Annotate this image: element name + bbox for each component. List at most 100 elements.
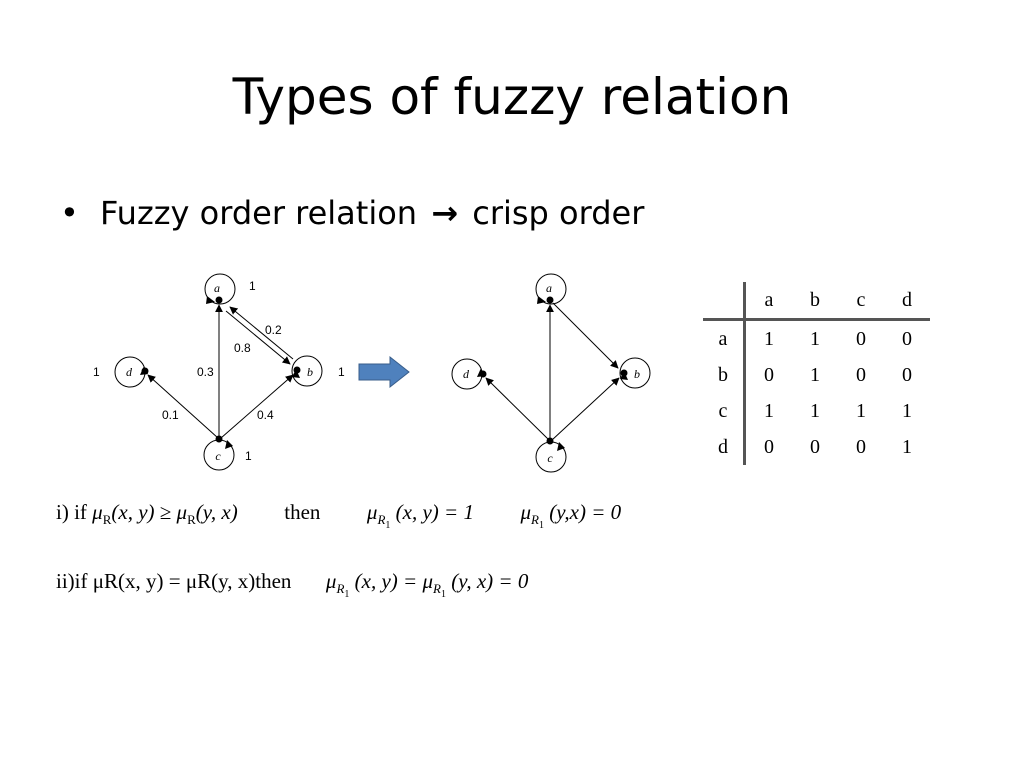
crisp-node-a-label: a bbox=[546, 281, 552, 295]
rule2-args-1: (x, y) = bbox=[354, 569, 418, 593]
table-cell: 1 bbox=[810, 363, 820, 386]
table-cell: 0 bbox=[902, 363, 912, 386]
table-row: c 1 1 1 1 bbox=[703, 393, 930, 429]
fuzzy-loop-weight-b: 1 bbox=[338, 365, 345, 379]
rule2-label: ii) bbox=[56, 569, 75, 593]
table-col-header: a bbox=[744, 282, 792, 321]
bullet-item: •Fuzzy order relation → crisp order bbox=[60, 191, 644, 235]
rule1-mu-rhs: μ bbox=[176, 500, 188, 524]
crisp-node-b-loop bbox=[619, 357, 651, 389]
table-cell: 1 bbox=[810, 399, 820, 422]
fuzzy-edge-weight-a-b: 0.8 bbox=[234, 341, 251, 355]
table-row: d 0 0 0 1 bbox=[703, 429, 930, 465]
transform-arrow-icon bbox=[358, 355, 410, 389]
crisp-node-b-label: b bbox=[634, 367, 640, 381]
table-cell: 1 bbox=[810, 327, 820, 350]
table-cell: 1 bbox=[764, 327, 774, 350]
rule1-mu-lhs: μ bbox=[92, 500, 103, 524]
table-row: a 1 1 0 0 bbox=[703, 319, 930, 357]
fuzzy-edge-weight-b-a: 0.2 bbox=[265, 323, 282, 337]
formula-rule-2: ii)if μR(x, y) = μR(y, x)then μR1 (x, y)… bbox=[56, 566, 528, 610]
crisp-edge-c-b bbox=[551, 377, 620, 441]
rule2-mu-2: μ bbox=[422, 569, 433, 593]
crisp-edge-c-d bbox=[485, 377, 550, 441]
crisp-node-b-dot bbox=[620, 369, 628, 377]
fuzzy-graph: a b c d 1 1 1 1 0.3 0.4 0.1 0.8 0.2 bbox=[93, 273, 345, 471]
fuzzy-loop-weight-d: 1 bbox=[93, 365, 100, 379]
table-col-header: b bbox=[792, 282, 838, 321]
table-cell: 1 bbox=[764, 399, 774, 422]
crisp-node-a-dot bbox=[546, 296, 554, 304]
crisp-loop-arrow-c bbox=[557, 442, 565, 451]
rule1-rhs-args: (y, x) bbox=[195, 500, 238, 524]
fuzzy-node-d-dot bbox=[141, 367, 149, 375]
rule1-lhs-args: (x, y) bbox=[111, 500, 155, 524]
table-row: b 0 1 0 0 bbox=[703, 357, 930, 393]
table-cell: 1 bbox=[856, 399, 866, 422]
rule2-condition: μR(x, y) = μR(y, x) bbox=[92, 569, 256, 593]
table-cell: 0 bbox=[856, 327, 866, 350]
rule1-label: i) bbox=[56, 500, 69, 524]
crisp-node-d-label: d bbox=[463, 367, 470, 381]
rule2-sub-R1-a: R1 bbox=[336, 581, 350, 601]
rule2-if: if bbox=[74, 569, 88, 593]
table-cell: 0 bbox=[856, 435, 866, 458]
crisp-node-d-dot bbox=[479, 370, 487, 378]
bullet-text-before: Fuzzy order relation bbox=[100, 194, 418, 232]
fuzzy-node-a-label: a bbox=[214, 281, 220, 295]
fuzzy-node-a-dot bbox=[215, 296, 223, 304]
crisp-node-c-dot bbox=[546, 437, 554, 445]
fuzzy-loop-arrow-a bbox=[206, 296, 215, 304]
rule1-mu-res1: μ bbox=[366, 500, 378, 524]
fuzzy-edge-a-b bbox=[225, 310, 291, 365]
rule2-mu-1: μ bbox=[325, 569, 337, 593]
diagram-canvas: a b c d 1 1 1 1 0.3 0.4 0.1 0.8 0.2 bbox=[93, 273, 651, 473]
rule1-result-2: (y,x) = 0 bbox=[549, 500, 622, 524]
table-cell: 0 bbox=[902, 327, 912, 350]
table-cell: 1 bbox=[902, 435, 912, 458]
rule1-mu-res2: μ bbox=[520, 500, 532, 524]
rule1-sub-R-2: R bbox=[187, 512, 196, 528]
fuzzy-node-b-loop bbox=[291, 355, 323, 387]
table-row-header: a bbox=[703, 319, 746, 357]
rule2-sub-R1-b: R1 bbox=[433, 581, 446, 601]
rule1-if: if bbox=[74, 500, 87, 524]
rule1-sub-R1-b: R1 bbox=[531, 512, 544, 532]
fuzzy-edge-c-b bbox=[220, 374, 294, 439]
rule2-args-2: (y, x) = 0 bbox=[451, 569, 529, 593]
fuzzy-node-c-dot bbox=[215, 435, 223, 443]
rule1-result-1: (x, y) = 1 bbox=[395, 500, 474, 524]
crisp-graph: a b c d bbox=[451, 273, 651, 473]
table-cell: 1 bbox=[902, 399, 912, 422]
fuzzy-node-b-dot bbox=[293, 366, 301, 374]
fuzzy-loop-arrow-c bbox=[225, 440, 233, 449]
fuzzy-node-d-label: d bbox=[126, 365, 133, 379]
crisp-node-a-loop bbox=[535, 273, 567, 305]
table-col-header: c bbox=[838, 282, 884, 321]
table-corner-cell bbox=[703, 282, 746, 321]
table-cell: 0 bbox=[810, 435, 820, 458]
fuzzy-node-c-label: c bbox=[215, 449, 221, 463]
crisp-node-c-label: c bbox=[547, 451, 553, 465]
table-row-header: d bbox=[703, 429, 746, 465]
fuzzy-node-a-loop bbox=[204, 273, 236, 305]
rule1-then: then bbox=[284, 500, 321, 524]
rule1-sub-R1-a: R1 bbox=[377, 512, 391, 532]
table-row-header: b bbox=[703, 357, 746, 393]
fuzzy-edge-b-a bbox=[229, 306, 294, 360]
bullet-arrow-icon: → bbox=[431, 194, 459, 232]
table-cell: 0 bbox=[856, 363, 866, 386]
fuzzy-edge-weight-c-d: 0.1 bbox=[162, 408, 179, 422]
rule2-then: then bbox=[255, 569, 292, 593]
fuzzy-edge-c-d bbox=[147, 374, 219, 439]
fuzzy-loop-weight-c: 1 bbox=[245, 449, 252, 463]
crisp-edge-a-b bbox=[552, 302, 619, 369]
rule1-sub-R: R bbox=[102, 512, 112, 528]
rule1-geq: ≥ bbox=[159, 500, 172, 524]
table-header-row: a b c d bbox=[703, 282, 930, 321]
crisp-loop-arrow-a bbox=[537, 296, 546, 304]
bullet-text-after: crisp order bbox=[472, 194, 645, 232]
fuzzy-edge-weight-c-a: 0.3 bbox=[197, 365, 214, 379]
table-cell: 0 bbox=[764, 435, 774, 458]
slide-title: Types of fuzzy relation bbox=[232, 68, 792, 126]
